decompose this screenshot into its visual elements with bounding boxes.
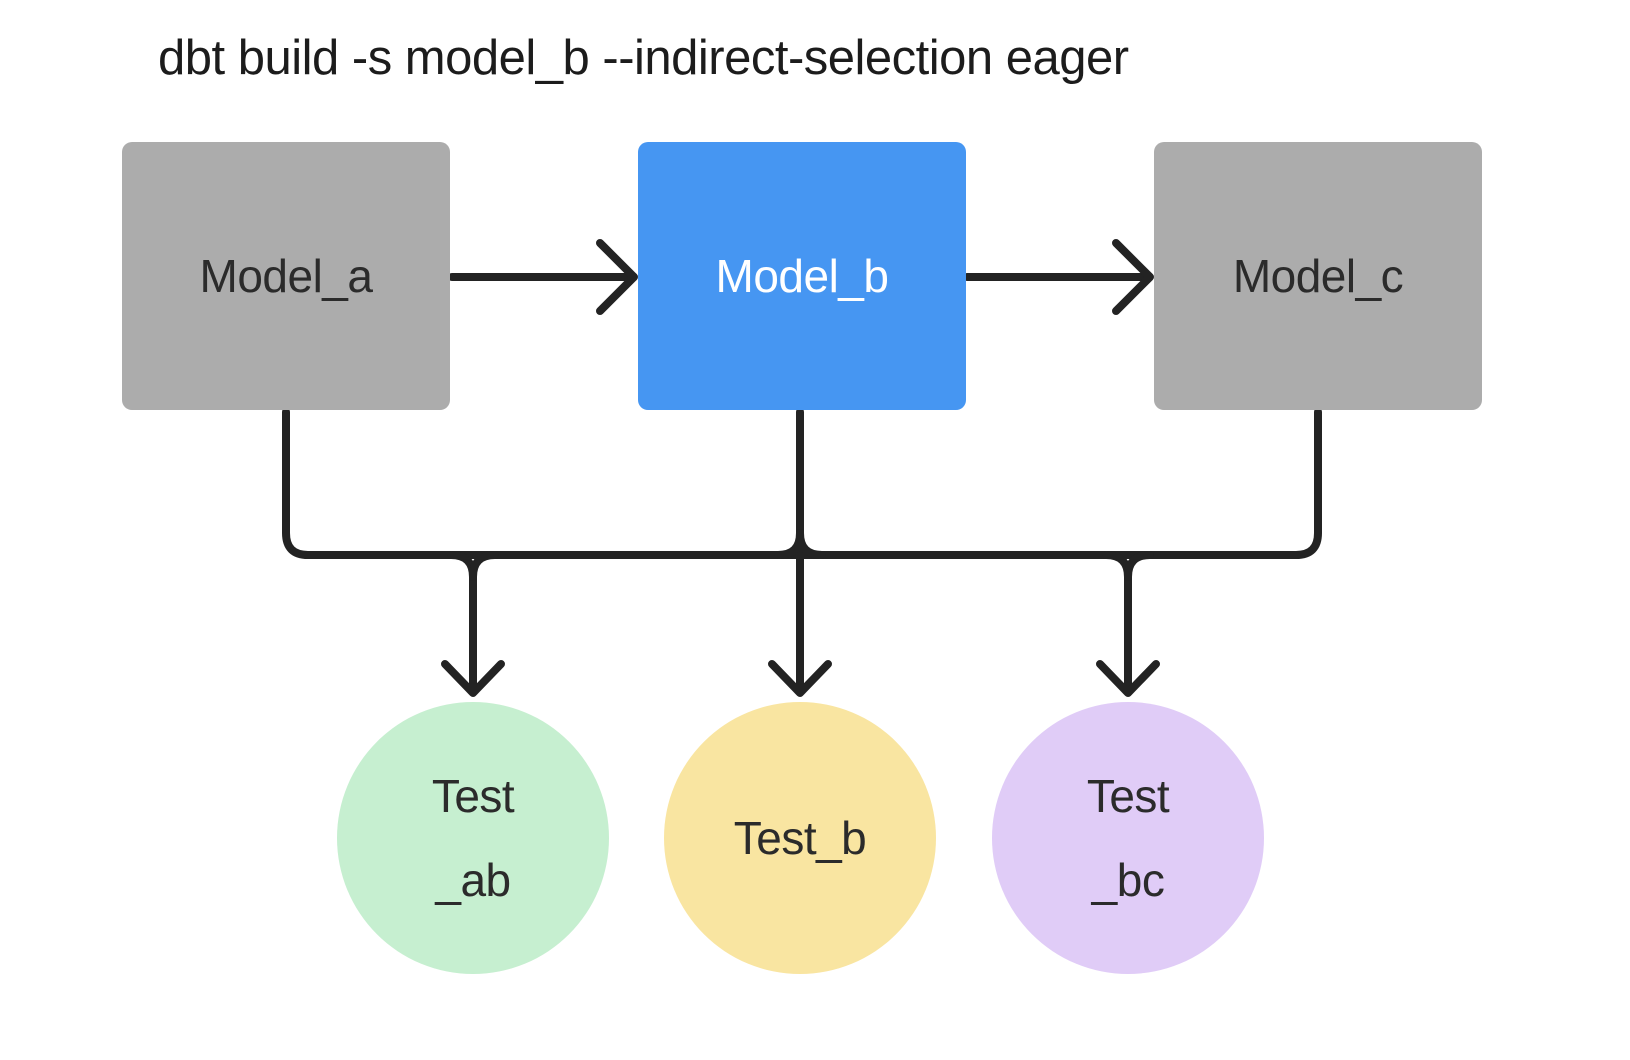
arrowhead-test-b-icon <box>768 660 832 697</box>
node-test-ab: Test _ab <box>337 702 609 974</box>
node-model-a: Model_a <box>122 142 450 410</box>
node-test-ab-label-line1: Test <box>431 770 515 822</box>
edge-branch-test-ab-fillet <box>469 551 499 581</box>
node-model-c-label: Model_c <box>1232 250 1404 302</box>
node-test-bc: Test _bc <box>992 702 1264 974</box>
node-test-b-label: Test_b <box>733 812 867 864</box>
node-test-b: Test_b <box>664 702 936 974</box>
node-test-ab-label-line2: _ab <box>435 854 511 906</box>
node-model-b-label: Model_b <box>715 250 889 302</box>
node-test-bc-label-line2: _bc <box>1091 854 1165 906</box>
arrowhead-model-c-icon <box>1112 239 1154 315</box>
arrowhead-test-bc-icon <box>1096 660 1160 697</box>
node-test-bc-label-line1: Test <box>1086 770 1170 822</box>
node-model-a-label: Model_a <box>199 250 373 302</box>
node-model-b: Model_b <box>638 142 966 410</box>
edge-bus-merge-fillet-right <box>796 529 826 559</box>
edge-branch-test-bc-fillet <box>1124 551 1154 581</box>
arrowhead-test-ab-icon <box>441 660 505 697</box>
node-model-c: Model_c <box>1154 142 1482 410</box>
arrowhead-model-b-icon <box>596 239 638 315</box>
diagram-title: dbt build -s model_b --indirect-selectio… <box>158 31 1129 85</box>
